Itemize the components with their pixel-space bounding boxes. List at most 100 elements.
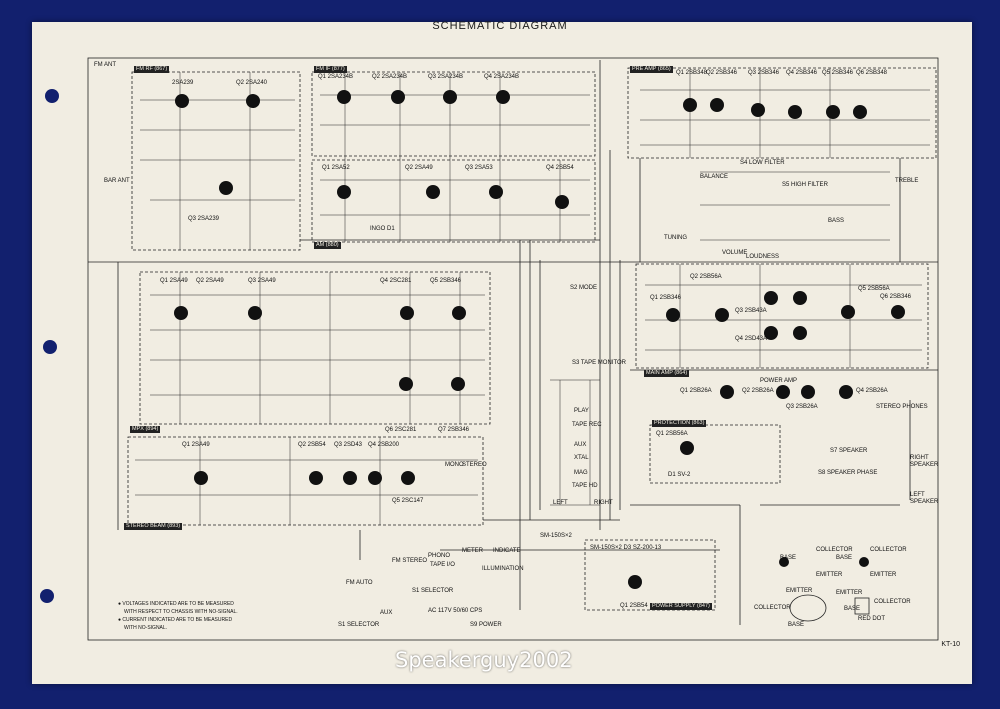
main-amp-transistor: Q5 2SB56A (858, 286, 890, 292)
fm-rf-transistor: 2SA239 (172, 80, 194, 86)
base-label: BASE (788, 622, 805, 628)
mpx-top-transistor: Q7 2SB346 (438, 427, 470, 433)
am-block-outline (311, 159, 596, 243)
high-filter-label: S5 HIGH FILTER (782, 182, 828, 188)
right-channel-label: RIGHT (594, 500, 613, 506)
tuning-label: TUNING (664, 235, 687, 241)
fm-if-block-label: FM IF (877) (314, 66, 347, 73)
am-block-label: AM (880) (314, 242, 341, 249)
am-transistor: Q4 2SB54 (546, 165, 574, 171)
mode-switch-label: S2 MODE (570, 285, 598, 291)
collector-label: COLLECTOR (816, 547, 853, 553)
fm-stereo-label: FM STEREO (392, 558, 428, 564)
main-amp-block-outline (635, 263, 929, 369)
s1-selector-label: S1 SELECTOR (338, 622, 380, 628)
pre-amp-block-outline (627, 67, 937, 159)
base-label: BASE (844, 606, 861, 612)
note-line: WITH NO-SIGNAL. (124, 625, 168, 631)
protection-diode: D1 SV-2 (668, 472, 691, 478)
mpx-transistor: Q2 2SB54 (298, 442, 326, 448)
punch-hole-top (45, 89, 59, 103)
xtal-input-label: XTAL (574, 455, 589, 461)
loudness-label: LOUDNESS (746, 254, 780, 260)
tape-monitor-label: S3 TAPE MONITOR (572, 360, 627, 366)
schematic-sheet (32, 22, 972, 684)
mag-input-label: MAG (574, 470, 588, 476)
main-out-transistor: Q3 2SB26A (786, 404, 818, 410)
collector-label: COLLECTOR (754, 605, 791, 611)
power-rectifier: SM-150S×2 (540, 533, 572, 539)
watermark-text: Speakerguy2002 (395, 648, 573, 672)
pre-amp-transistor: Q6 2SB348 (856, 70, 888, 76)
main-amp-transistor: Q4 2SD43A (735, 336, 768, 342)
main-amp-transistor: Q1 2SB346 (650, 295, 682, 301)
tape-io-label: TAPE I/O (430, 562, 455, 568)
emitter-label: EMITTER (836, 590, 863, 596)
mpx-top-outline (139, 271, 491, 425)
power-zener: SM-150S×2 D3 SZ-200-13 (590, 545, 662, 551)
main-out-transistor: Q4 2SB26A (856, 388, 888, 394)
main-out-transistor: Q1 2SB26A (680, 388, 712, 394)
emitter-label: EMITTER (816, 572, 843, 578)
fm-if-transistor: Q4 2SA234B (484, 74, 520, 80)
emitter-label: EMITTER (870, 572, 897, 578)
am-transistor: Q1 2SA52 (322, 165, 350, 171)
base-label: BASE (780, 555, 797, 561)
bar-antenna-label: BAR ANT (104, 178, 130, 184)
main-amp-transistor: Q3 2SB43A (735, 308, 767, 314)
tape-rec-label: TAPE REC (572, 422, 602, 428)
volume-label: VOLUME (722, 250, 748, 256)
emitter-label: EMITTER (786, 588, 813, 594)
pre-amp-transistor: Q3 2SB346 (748, 70, 780, 76)
speaker-phase-label: S8 SPEAKER PHASE (818, 470, 878, 476)
treble-label: TREBLE (895, 178, 919, 184)
tape-hd-label: TAPE HD (572, 483, 598, 489)
ac-line-label: AC 117V 50/60 CPS (428, 608, 483, 614)
pre-amp-transistor: Q5 2SB346 (822, 70, 854, 76)
fm-rf-transistor: Q3 2SA239 (188, 216, 220, 222)
note-line: WITH RESPECT TO CHASSIS WITH NO-SIGNAL. (124, 609, 238, 615)
power-switch-label: S9 POWER (470, 622, 502, 628)
fm-rf-block-label: FM RF (867) (134, 66, 170, 73)
mpx-block-outline (127, 436, 484, 526)
balance-label: BALANCE (700, 174, 729, 180)
model-number: KT-10 (941, 641, 960, 648)
mpx-block-label: MPX (894) (130, 426, 161, 433)
protection-block-outline (649, 424, 781, 484)
mpx-transistor: Q4 2SB200 (368, 442, 400, 448)
main-amp-transistor: Q6 2SB346 (880, 294, 912, 300)
mpx-transistor: Q1 2SA49 (182, 442, 210, 448)
aux-input-label: AUX (574, 442, 587, 448)
protection-block-label: PROTECTION (863) (652, 420, 707, 427)
mpx-transistor: Q3 2SD43 (334, 442, 363, 448)
mpx-top-transistor: Q3 2SA49 (248, 278, 276, 284)
play-label: PLAY (574, 408, 589, 414)
fm-if-transistor: Q3 2SA234B (428, 74, 464, 80)
ingo-label: INGO D1 (370, 226, 395, 232)
right-speaker-label: RIGHT SPEAKER (910, 455, 939, 468)
bass-label: BASS (828, 218, 845, 224)
fm-if-transistor: Q1 2SA234B (318, 74, 354, 80)
mpx-top-transistor: Q1 2SA49 (160, 278, 188, 284)
mpx-transistor: Q5 2SC147 (392, 498, 424, 504)
main-amp-transistor: Q2 2SB56A (690, 274, 722, 280)
main-out-transistor: Q2 2SB26A (742, 388, 774, 394)
collector-label: COLLECTOR (870, 547, 907, 553)
collector-label: COLLECTOR (874, 599, 911, 605)
measurement-notes: ● VOLTAGES INDICATED ARE TO BE MEASURED … (118, 600, 238, 632)
main-amp-block-label: MAIN AMP (864) (644, 370, 690, 377)
power-amp-label: POWER AMP (760, 378, 798, 384)
fm-rf-transistor: Q2 2SA240 (236, 80, 268, 86)
stereo-phones-label: STEREO PHONES (876, 404, 928, 410)
power-transistor: Q1 2SB54 (620, 603, 648, 609)
pre-amp-transistor: Q4 2SB346 (786, 70, 818, 76)
mpx-top-transistor: Q5 2SB346 (430, 278, 462, 284)
pre-amp-transistor: Q2 2SB346 (706, 70, 738, 76)
s1-selector-label-top: S1 SELECTOR (412, 588, 454, 594)
indicate-label: INDICATE (493, 548, 521, 554)
red-dot-label: RED DOT (858, 616, 885, 622)
protection-transistor: Q1 2SB56A (656, 431, 688, 437)
mpx-top-transistor: Q4 2SC281 (380, 278, 412, 284)
note-line: ● CURRENT INDICATED ARE TO BE MEASURED (118, 617, 233, 623)
